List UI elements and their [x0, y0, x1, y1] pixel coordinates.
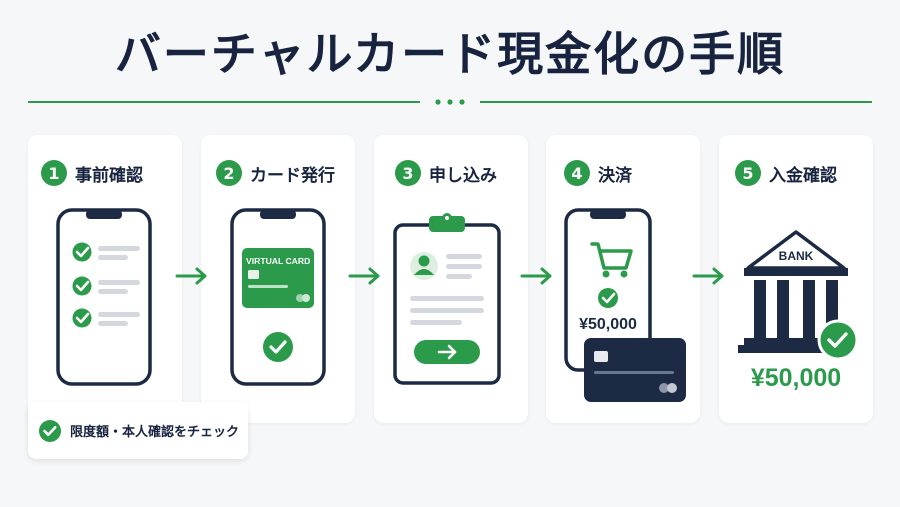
step-label: 入金確認 [769, 165, 837, 186]
title-divider [28, 99, 872, 105]
arrow-right-icon [348, 267, 380, 285]
step-heading-2: 2 カード発行 [216, 160, 335, 186]
payment-amount: ¥50,000 [579, 316, 637, 333]
step-label: 決済 [598, 165, 632, 186]
badge-text: 限度額・本人確認をチェック [70, 425, 240, 440]
page-title: バーチャルカード現金化の手順 [114, 27, 786, 81]
deposit-amount: ¥50,000 [750, 364, 842, 392]
step-label: 申し込み [429, 165, 497, 186]
arrow-right-icon [692, 267, 724, 285]
step-heading-5: 5 入金確認 [735, 160, 837, 186]
cart-icon [590, 242, 633, 278]
arrow-right-icon [520, 267, 552, 285]
clipboard-form-icon [393, 213, 501, 385]
phone-checklist-icon [56, 208, 152, 386]
bank-icon: BANK [738, 230, 859, 361]
step-number: 5 [735, 160, 761, 186]
step-label: 事前確認 [75, 165, 143, 186]
step-heading-1: 1 事前確認 [41, 160, 143, 186]
step-number: 4 [564, 160, 590, 186]
check-circle-icon [39, 419, 61, 442]
step-heading-3: 3 申し込み [395, 160, 497, 186]
step-number: 2 [216, 160, 242, 186]
step-label: カード発行 [250, 165, 335, 186]
cart-payment-icon: ¥50,000 [564, 208, 686, 402]
arrow-right-icon [175, 267, 207, 285]
virtual-card-label: VIRTUAL CARD [246, 256, 310, 266]
check-limit-badge: 限度額・本人確認をチェック [28, 402, 248, 459]
step-number: 1 [41, 160, 67, 186]
step-number: 3 [395, 160, 421, 186]
bank-label: BANK [779, 249, 814, 263]
phone-virtual-card-icon: VIRTUAL CARD [230, 208, 326, 386]
step-heading-4: 4 決済 [564, 160, 632, 186]
